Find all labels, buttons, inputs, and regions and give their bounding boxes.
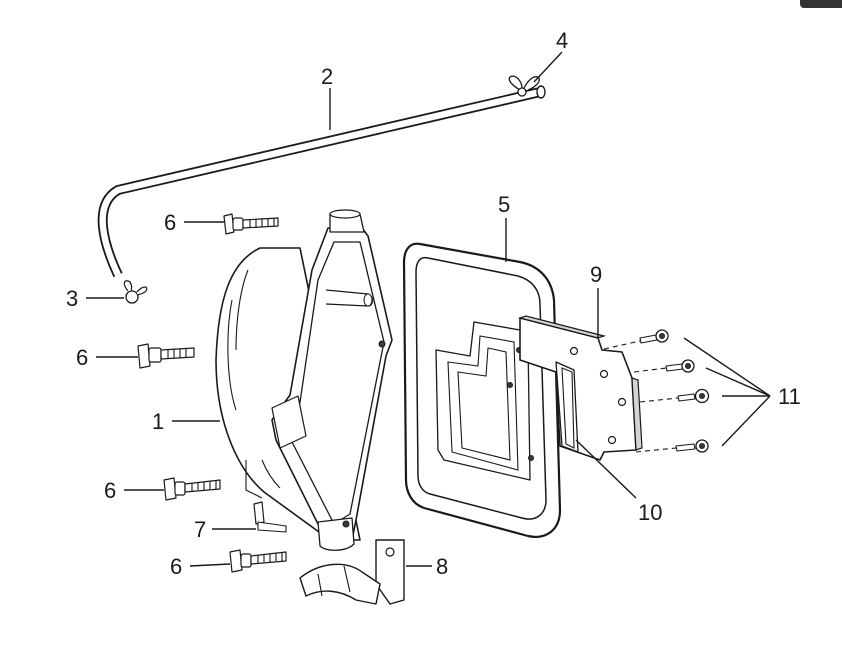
- label-10: 10: [638, 500, 662, 525]
- label-2: 2: [321, 64, 333, 89]
- bolt-6a: [223, 213, 279, 235]
- leader-lines: [86, 51, 771, 567]
- tube-clip-bottom: [123, 280, 148, 304]
- leader-6d: [189, 563, 231, 567]
- label-3: 3: [66, 286, 78, 311]
- mounting-bracket: [299, 539, 405, 605]
- screw-11c: [639, 388, 710, 404]
- label-6d: 6: [170, 554, 182, 579]
- callout-labels: 2 4 3 6 6 1 6 7 6 8 5 9 10 11: [66, 28, 801, 579]
- filter-element: [402, 242, 562, 538]
- label-5: 5: [498, 192, 510, 217]
- screw-11b: [633, 359, 695, 373]
- leader-10: [575, 439, 637, 499]
- label-6a: 6: [164, 210, 176, 235]
- mounting-plate: [517, 315, 643, 461]
- window-corner-tab: [800, 0, 842, 8]
- label-6c: 6: [104, 478, 116, 503]
- label-7: 7: [194, 517, 206, 542]
- bolt-6b: [137, 343, 195, 369]
- label-8: 8: [436, 554, 448, 579]
- screw-11d: [635, 439, 709, 453]
- drain-plug: [253, 501, 287, 533]
- filter-housing: [215, 209, 393, 551]
- plate-gasket: [555, 361, 579, 453]
- bolt-6c: [163, 477, 221, 501]
- label-6b: 6: [76, 345, 88, 370]
- screws-set-11: [603, 329, 710, 453]
- leader-11b: [705, 367, 771, 397]
- breather-tube: [97, 85, 546, 278]
- bolt-6d: [229, 549, 287, 573]
- label-11: 11: [778, 384, 801, 409]
- leader-11a: [683, 337, 771, 397]
- screw-11a: [603, 329, 669, 350]
- label-4: 4: [556, 28, 568, 53]
- leader-11d: [721, 395, 771, 447]
- leader-4: [533, 51, 563, 83]
- label-9: 9: [590, 262, 602, 287]
- label-1: 1: [152, 409, 164, 434]
